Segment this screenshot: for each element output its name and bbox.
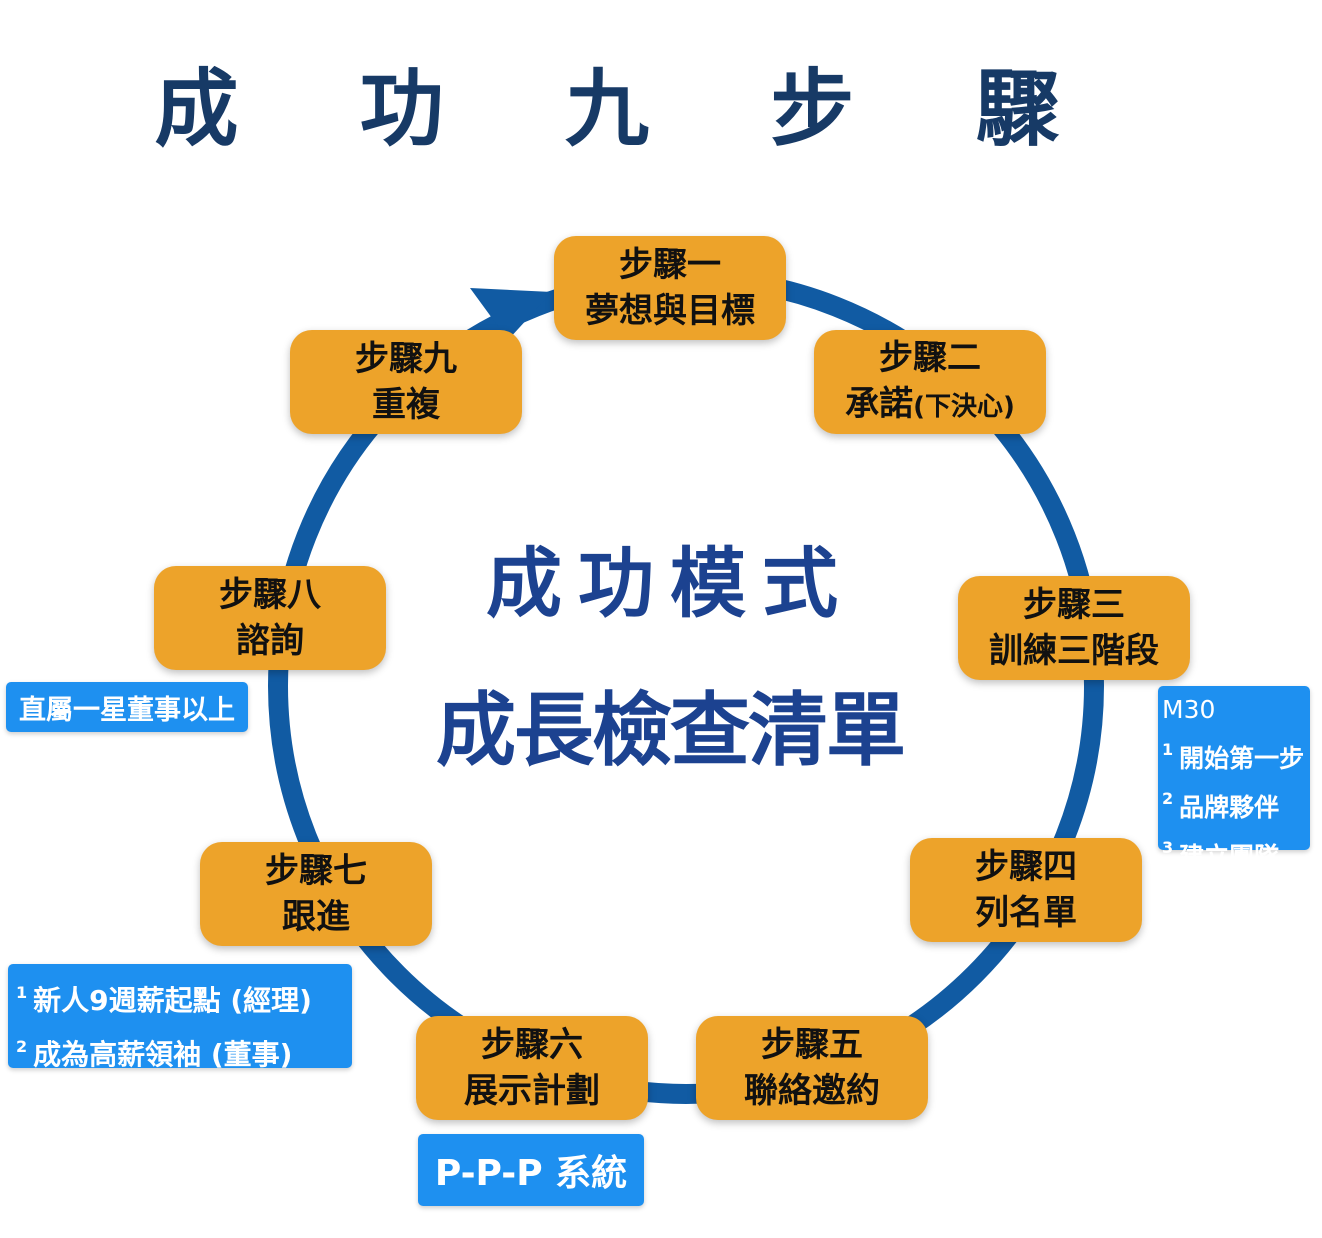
- step-7: 步驟七 跟進: [200, 842, 432, 946]
- step-3-note-num-3: 3: [1162, 838, 1174, 857]
- step-2: 步驟二 承諾(下決心): [814, 330, 1046, 434]
- step-1: 步驟一 夢想與目標: [554, 236, 786, 340]
- step-7-note-item-2: 成為高薪領袖 (董事): [33, 1038, 293, 1071]
- page-title: 成 功 九 步 驟: [154, 60, 1106, 158]
- step-6-note: P-P-P 系統: [418, 1134, 644, 1206]
- step-7-desc: 跟進: [282, 897, 350, 937]
- step-7-note-num-1: 1: [16, 983, 28, 1002]
- step-8: 步驟八 諮詢: [154, 566, 386, 670]
- step-3-note-num-1: 1: [1162, 740, 1174, 759]
- step-8-note: 直屬一星董事以上: [6, 682, 248, 732]
- step-8-label: 步驟八: [219, 575, 321, 615]
- step-4-desc: 列名單: [975, 893, 1077, 933]
- step-6-label: 步驟六: [481, 1025, 583, 1065]
- step-9-label: 步驟九: [355, 339, 457, 379]
- step-3-note-heading: M30: [1162, 695, 1216, 724]
- center-title: 成功模式: [486, 539, 854, 628]
- step-8-note-text: 直屬一星董事以上: [19, 694, 235, 726]
- step-5: 步驟五 聯絡邀約: [696, 1016, 928, 1120]
- step-3-note-item-2: 品牌夥伴: [1179, 793, 1280, 822]
- step-7-note-num-2: 2: [16, 1037, 28, 1056]
- step-4: 步驟四 列名單: [910, 838, 1142, 942]
- step-5-label: 步驟五: [761, 1025, 863, 1065]
- step-4-label: 步驟四: [975, 847, 1077, 887]
- step-1-desc: 夢想與目標: [585, 291, 755, 331]
- step-3-note-item-3: 建立團隊: [1179, 842, 1280, 871]
- step-6-note-text: P-P-P 系統: [434, 1153, 628, 1194]
- cycle-arrow-icon: [470, 288, 552, 340]
- step-9-desc: 重複: [372, 385, 440, 425]
- step-7-note: 1 新人9週薪起點 (經理) 2 成為高薪領袖 (董事): [8, 964, 352, 1071]
- step-5-desc: 聯絡邀約: [744, 1071, 880, 1111]
- step-2-desc-note: (下決心): [913, 391, 1015, 422]
- step-3-label: 步驟三: [1023, 585, 1125, 625]
- step-7-note-item-1: 新人9週薪起點 (經理): [33, 984, 312, 1017]
- step-1-label: 步驟一: [619, 245, 721, 285]
- step-9: 步驟九 重複: [290, 330, 522, 434]
- step-2-desc: 承諾: [845, 383, 914, 424]
- step-8-desc: 諮詢: [236, 621, 304, 661]
- step-3-note-item-1: 開始第一步: [1179, 744, 1305, 773]
- step-3-note: M30 1 開始第一步 2 品牌夥伴 3 建立團隊: [1158, 686, 1310, 871]
- center-subtitle: 成長檢查清單: [436, 684, 906, 777]
- step-6-desc: 展示計劃: [464, 1071, 600, 1111]
- step-3-desc: 訓練三階段: [989, 631, 1159, 671]
- step-3-note-num-2: 2: [1162, 789, 1174, 808]
- step-7-label: 步驟七: [265, 851, 367, 891]
- step-3: 步驟三 訓練三階段: [958, 576, 1190, 680]
- step-2-label: 步驟二: [879, 337, 981, 378]
- step-6: 步驟六 展示計劃: [416, 1016, 648, 1120]
